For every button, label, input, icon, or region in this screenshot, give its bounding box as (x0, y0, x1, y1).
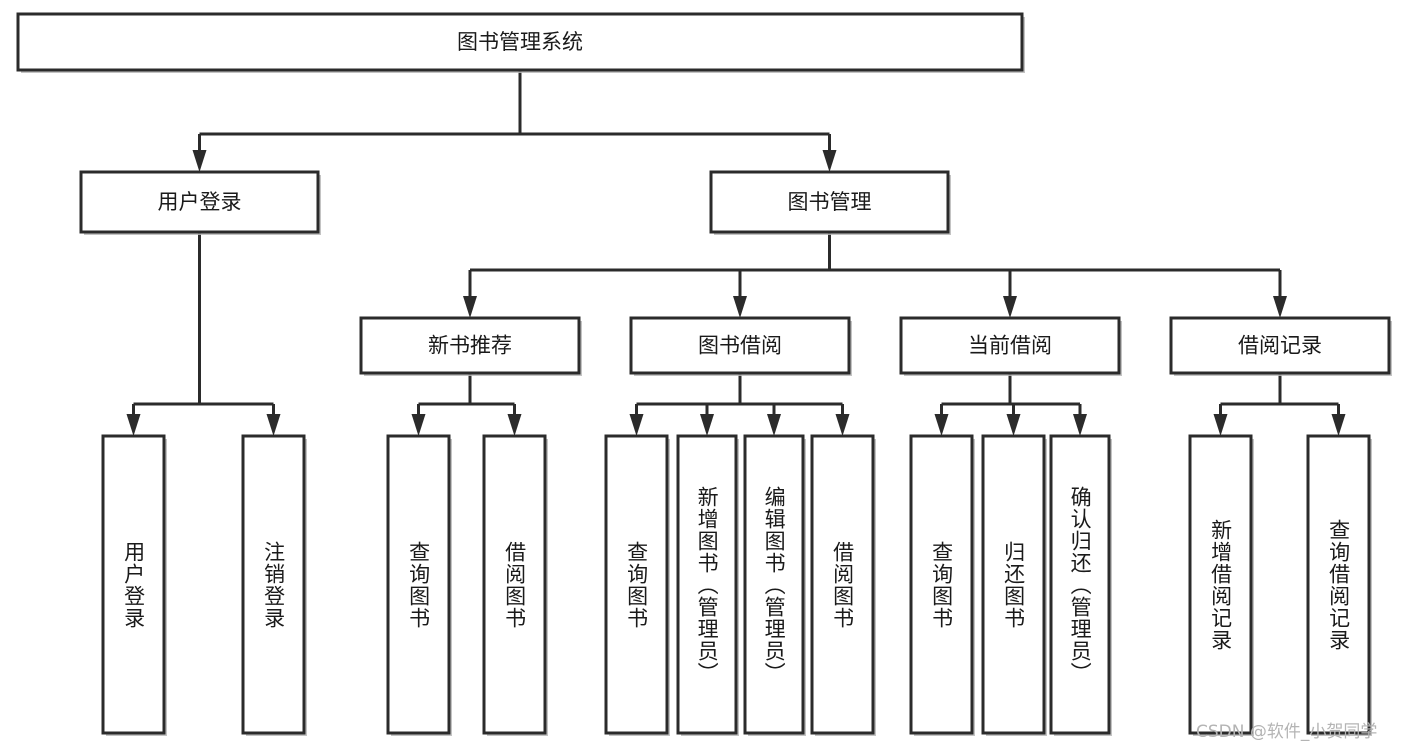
node-box-leaf-add-record[interactable] (1188, 434, 1253, 735)
arrow-head-book-borrow-to-leaf-borrow-book-2 (835, 414, 850, 436)
node-label-current-borrow: 当前借阅 (968, 334, 1052, 358)
node-box-leaf-confirm-return[interactable] (1049, 434, 1111, 735)
arrow-head-current-borrow-to-leaf-query-book-3 (934, 414, 949, 436)
node-box-leaf-add-book[interactable] (676, 434, 738, 735)
node-box-current-borrow[interactable] (899, 316, 1121, 375)
node-label-new-book-rec: 新书推荐 (428, 334, 512, 358)
arrow-head-book-borrow-to-leaf-edit-book (767, 414, 781, 436)
node-box-book-borrow[interactable] (629, 316, 851, 375)
node-box-leaf-borrow-book-1[interactable] (482, 434, 547, 735)
arrow-head-new-book-rec-to-leaf-query-book-1 (411, 414, 426, 436)
arrow-head-new-book-rec-to-leaf-borrow-book-1 (507, 414, 522, 436)
node-box-leaf-edit-book[interactable] (743, 434, 805, 735)
arrow-head-user-login-to-leaf-user-login (126, 414, 141, 436)
arrow-head-current-borrow-to-leaf-confirm-return (1073, 414, 1087, 436)
node-box-leaf-return-book[interactable] (981, 434, 1046, 735)
node-box-borrow-record[interactable] (1169, 316, 1391, 375)
node-box-leaf-query-book-3[interactable] (909, 434, 974, 735)
arrow-head-book-manage-to-book-borrow (733, 296, 747, 318)
node-box-leaf-borrow-book-2[interactable] (810, 434, 875, 735)
node-box-leaf-user-login[interactable] (101, 434, 166, 735)
node-label-borrow-record: 借阅记录 (1238, 334, 1322, 358)
arrow-head-book-borrow-to-leaf-query-book-2 (629, 414, 644, 436)
arrow-head-book-manage-to-new-book-rec (463, 296, 477, 318)
node-box-leaf-query-book-2[interactable] (604, 434, 669, 735)
node-box-new-book-rec[interactable] (359, 316, 581, 375)
node-label-root: 图书管理系统 (457, 30, 583, 54)
arrow-head-user-login-to-leaf-user-logout (266, 414, 281, 436)
arrow-head-book-manage-to-borrow-record (1273, 296, 1287, 318)
arrow-head-root-to-user-login (192, 150, 207, 172)
arrow-head-current-borrow-to-leaf-return-book (1006, 414, 1021, 436)
boxes-layer (16, 12, 1392, 736)
arrow-head-book-manage-to-current-borrow (1003, 296, 1017, 318)
arrow-head-book-borrow-to-leaf-add-book (700, 414, 714, 436)
node-box-root[interactable] (16, 12, 1024, 72)
connectors-layer (126, 70, 1346, 436)
arrow-head-root-to-book-manage (822, 150, 837, 172)
node-box-leaf-query-record[interactable] (1306, 434, 1371, 735)
node-label-book-manage: 图书管理 (788, 190, 872, 214)
node-label-book-borrow: 图书借阅 (698, 334, 782, 358)
node-box-leaf-user-logout[interactable] (241, 434, 306, 735)
node-box-leaf-query-book-1[interactable] (386, 434, 451, 735)
arrow-head-borrow-record-to-leaf-query-record (1331, 414, 1346, 436)
node-box-user-login[interactable] (79, 170, 320, 234)
node-box-book-manage[interactable] (709, 170, 950, 234)
arrow-head-borrow-record-to-leaf-add-record (1213, 414, 1228, 436)
node-label-user-login: 用户登录 (158, 190, 242, 214)
